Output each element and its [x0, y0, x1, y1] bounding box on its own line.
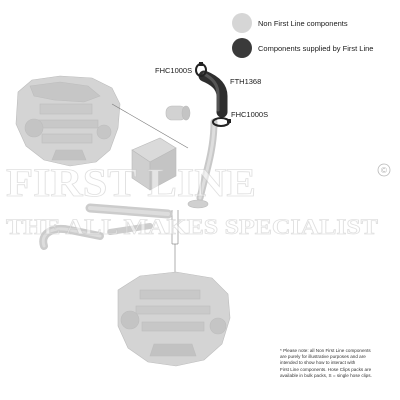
coolant-pipe: [187, 118, 218, 209]
connector-lines: [111, 103, 189, 292]
label-hose: FTH1368: [230, 77, 261, 86]
ecu-box: [131, 137, 177, 191]
legend-label-non-first-line: Non First Line components: [258, 19, 348, 28]
note-line: intended to show how to interact with: [280, 360, 356, 366]
engine-top: [15, 75, 121, 167]
legend-swatch-non-first-line: [232, 13, 252, 33]
engine-bottom: [117, 271, 231, 367]
disclaimer-note: * Please note: all Non First Line compon…: [280, 348, 392, 379]
watermark: FIRST LINE THE ALL MAKES SPECIALIST ©: [6, 160, 391, 239]
watermark-tagline: THE ALL MAKES SPECIALIST: [6, 214, 378, 239]
hose-clip-top: [195, 62, 207, 77]
legend-label-first-line: Components supplied by First Line: [258, 44, 373, 53]
label-clip-top: FHC1000S: [155, 66, 192, 75]
legend: Non First Line components Components sup…: [232, 13, 373, 58]
label-clip-bottom: FHC1000S: [231, 110, 268, 119]
lower-pipes: [39, 203, 173, 250]
filter-cylinder: [165, 105, 191, 121]
copyright-icon: [377, 163, 391, 177]
hose-fth1368: [198, 70, 228, 118]
copyright-symbol: ©: [381, 166, 387, 175]
hose-clip-bottom: [212, 117, 231, 127]
note-line: are purely for illustrative purposes and…: [280, 354, 366, 360]
note-line: First Line components. Hose Clips packs …: [280, 366, 372, 372]
legend-swatch-first-line: [232, 38, 252, 58]
note-line: available in bulk packs, S = single hose…: [280, 372, 372, 378]
note-line: * Please note: all Non First Line compon…: [280, 348, 371, 353]
watermark-brand: FIRST LINE: [6, 160, 256, 205]
